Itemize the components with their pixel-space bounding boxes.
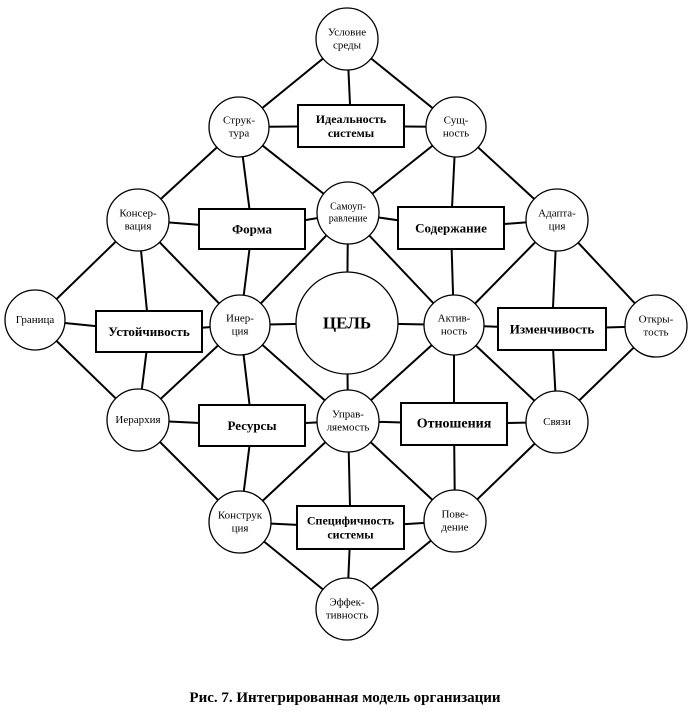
box-res-label-line: Ресурсы xyxy=(228,418,277,433)
circle-str-label-line: Струк- xyxy=(223,114,255,126)
box-spec-label-line: Специфичность xyxy=(307,513,395,527)
node-box-res: Ресурсы xyxy=(198,404,306,447)
node-circle-otkr: Откры-тость xyxy=(624,294,688,358)
node-circle-uprav: Управ-ляемость xyxy=(316,389,380,453)
circle-kons-label-line: Консер- xyxy=(119,207,157,219)
circle-eff-label-line: Эффек- xyxy=(329,596,365,608)
circle-iner-label-line: Инер- xyxy=(226,312,254,324)
circle-shape xyxy=(525,188,589,252)
node-box-izm: Изменчивость xyxy=(497,307,607,351)
box-ideal-label-line: системы xyxy=(328,126,375,140)
circle-usl-label-line: Условие xyxy=(328,26,366,38)
circle-akt-label-line: ность xyxy=(441,326,467,338)
circle-adapt-label-line: ция xyxy=(549,221,566,233)
node-box-otn: Отношения xyxy=(400,402,508,446)
node-circle-akt: Актив-ность xyxy=(423,294,485,356)
box-spec-label-line: системы xyxy=(327,528,374,542)
circle-shape xyxy=(208,96,270,158)
circle-otkr-label-line: тость xyxy=(643,327,668,339)
node-circle-gran: Граница xyxy=(4,289,66,351)
circle-shape xyxy=(295,271,399,375)
box-shape xyxy=(400,402,508,446)
circle-shape xyxy=(4,289,66,351)
box-ideal-label-line: Идеальность xyxy=(316,112,387,126)
node-circle-ier: Иерархия xyxy=(106,388,170,452)
circle-shape xyxy=(525,390,589,454)
circle-shape xyxy=(316,181,380,245)
box-shape xyxy=(95,310,203,353)
node-circle-usl: Условие среды xyxy=(315,7,379,71)
circle-uprav-label-line: Управ- xyxy=(332,408,364,420)
circle-pov-label-line: дение xyxy=(441,522,468,534)
diagram-nodes: УсловиесредыСтрук-тураСущ-ностьКонсер-ва… xyxy=(4,7,688,641)
circle-shape xyxy=(209,294,271,356)
circle-samo-label-line: Самоуп- xyxy=(330,202,366,213)
node-circle-cel: ЦЕЛЬ xyxy=(295,271,399,375)
circle-uprav-label-line: ляемость xyxy=(327,422,370,434)
circle-otkr-label-line: Откры- xyxy=(639,313,674,325)
circle-iner-label-line: ция xyxy=(232,326,249,338)
circle-ier-label-line: Иерархия xyxy=(115,414,160,426)
circle-sush-label-line: ность xyxy=(443,128,469,140)
node-circle-svyazi: Связи xyxy=(525,390,589,454)
circle-eff-label-line: тивность xyxy=(326,610,368,622)
node-circle-pov: Пове-дение xyxy=(423,489,487,553)
circle-cel-label-line: ЦЕЛЬ xyxy=(323,314,371,333)
circle-gran-label-line: Граница xyxy=(16,314,55,326)
circle-konstr-label-line: Конструк xyxy=(218,509,263,521)
circle-shape xyxy=(315,7,379,71)
node-circle-kons: Консер-вация xyxy=(106,188,170,252)
node-circle-konstr: Конструк ция xyxy=(208,490,272,554)
circle-shape xyxy=(423,489,487,553)
circle-usl-label-line: среды xyxy=(333,40,362,52)
circle-konstr-label-line: ция xyxy=(232,523,249,535)
circle-shape xyxy=(423,294,485,356)
circle-shape xyxy=(316,389,380,453)
node-circle-eff: Эффек-тивность xyxy=(315,577,379,641)
box-shape xyxy=(296,505,405,550)
circle-samo-label-line: равление xyxy=(329,214,368,225)
box-forma-label-line: Форма xyxy=(232,222,272,237)
circle-str-label-line: тура xyxy=(229,128,250,140)
circle-adapt-label-line: Адапта- xyxy=(538,207,576,219)
box-shape xyxy=(497,307,607,351)
box-shape xyxy=(397,206,505,250)
circle-svyazi-label-line: Связи xyxy=(543,416,571,428)
box-sod-label-line: Содержание xyxy=(415,221,487,236)
circle-shape xyxy=(315,577,379,641)
node-circle-str: Струк-тура xyxy=(208,96,270,158)
node-circle-adapt: Адапта-ция xyxy=(525,188,589,252)
box-shape xyxy=(198,404,306,447)
node-circle-iner: Инер-ция xyxy=(209,294,271,356)
figure-caption: Рис. 7. Интегрированная модель организац… xyxy=(189,690,501,706)
node-box-sod: Содержание xyxy=(397,206,505,250)
box-izm-label-line: Изменчивость xyxy=(510,322,595,337)
box-ust-label-line: Устойчивость xyxy=(108,324,190,339)
circle-kons-label-line: вация xyxy=(125,221,152,233)
node-box-ust: Устойчивость xyxy=(95,310,203,353)
circle-sush-label-line: Сущ- xyxy=(444,114,469,126)
node-circle-samo: Самоуп-равление xyxy=(316,181,380,245)
circle-shape xyxy=(208,490,272,554)
circle-pov-label-line: Пове- xyxy=(441,508,468,520)
circle-akt-label-line: Актив- xyxy=(438,312,471,324)
box-otn-label-line: Отношения xyxy=(417,417,492,432)
node-box-forma: Форма xyxy=(198,208,306,250)
box-shape xyxy=(198,208,306,250)
box-shape xyxy=(297,104,405,148)
circle-shape xyxy=(624,294,688,358)
node-circle-sush: Сущ-ность xyxy=(425,96,487,158)
circle-shape xyxy=(425,96,487,158)
circle-shape xyxy=(106,388,170,452)
circle-shape xyxy=(106,188,170,252)
